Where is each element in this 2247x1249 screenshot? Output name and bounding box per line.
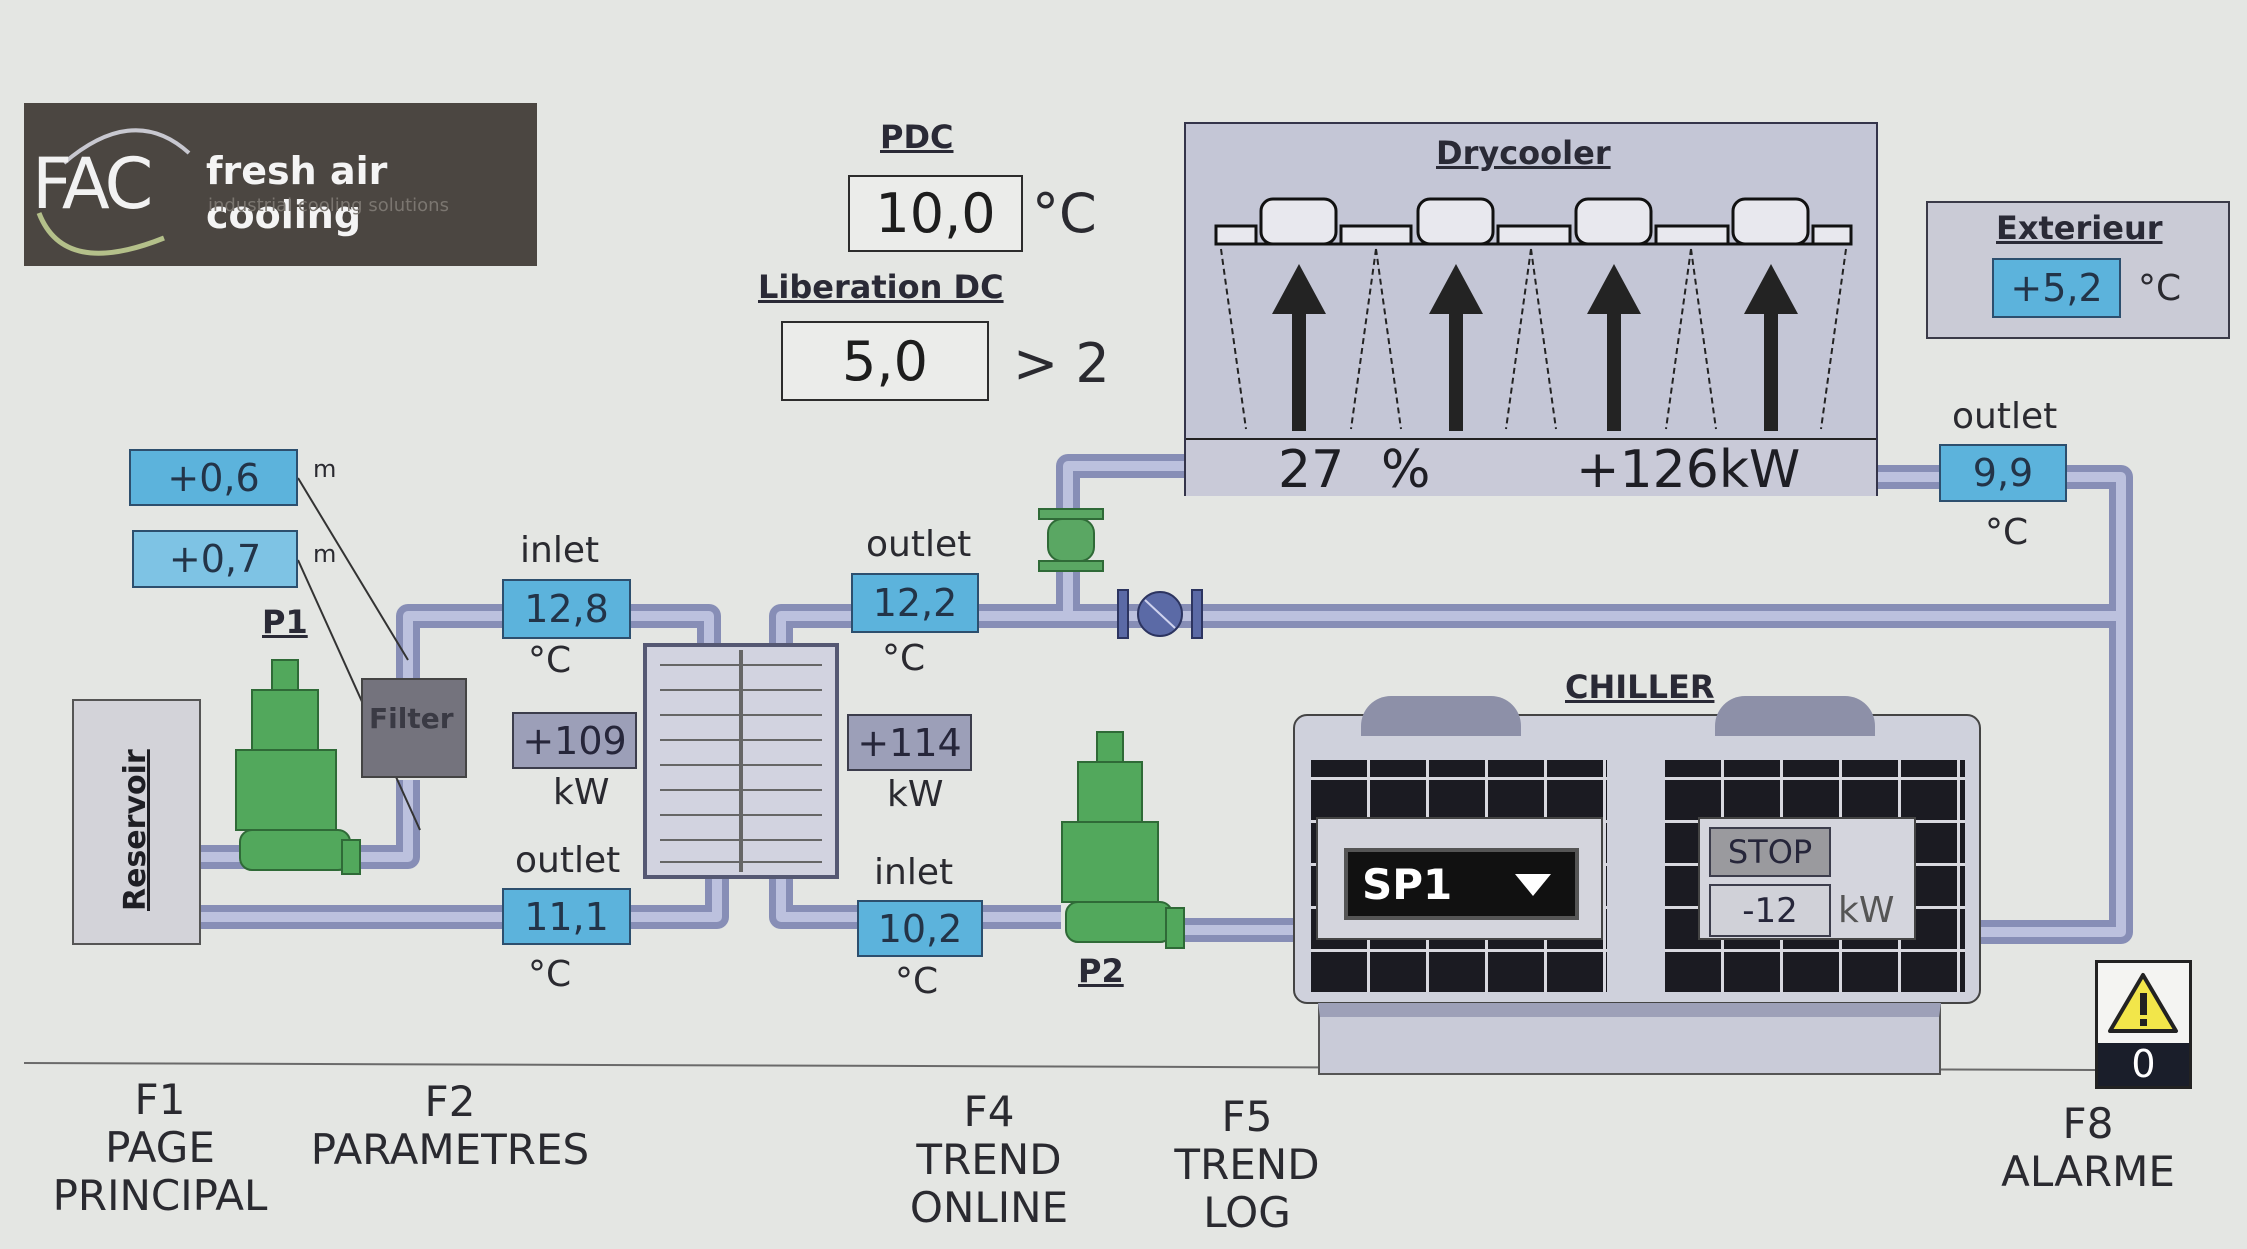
alarm-count: 0 xyxy=(2098,1043,2189,1086)
liberation-dc-value[interactable]: 5,0 xyxy=(781,321,989,401)
chiller-fan-2 xyxy=(1715,696,1875,736)
exterieur-temp[interactable]: +5,2 xyxy=(1992,258,2121,318)
drycooler-status-strip: 27 % +126kW xyxy=(1186,438,1876,500)
f2-parametres-button[interactable]: F2 PARAMETRES xyxy=(290,1078,610,1174)
f5-line2: LOG xyxy=(1203,1188,1291,1237)
f1-line2: PRINCIPAL xyxy=(52,1171,268,1220)
f1-page-principal-button[interactable]: F1 PAGE PRINCIPAL xyxy=(20,1076,300,1220)
primary-outlet-label: outlet xyxy=(515,840,621,881)
setpoint-dropdown[interactable]: SP1 xyxy=(1344,848,1579,920)
secondary-power[interactable]: +114 xyxy=(847,714,972,771)
liberation-dc-condition: > 2 xyxy=(1013,332,1110,395)
f5-line1: TREND xyxy=(1174,1140,1320,1189)
f5-key: F5 xyxy=(1221,1092,1273,1141)
secondary-outlet-unit: °C xyxy=(882,638,926,679)
secondary-inlet-label: inlet xyxy=(874,852,954,893)
drycooler-panel[interactable]: Drycooler 27 % +12 xyxy=(1184,122,1878,500)
p2-label: P2 xyxy=(1078,952,1124,990)
f1-line1: PAGE xyxy=(105,1123,215,1172)
level-leader-line xyxy=(297,477,409,661)
f8-key: F8 xyxy=(2062,1099,2114,1148)
primary-power-unit: kW xyxy=(553,772,610,813)
f8-alarme-button[interactable]: F8 ALARME xyxy=(1968,1100,2208,1196)
drycooler-outlet-unit: °C xyxy=(1985,512,2029,553)
chiller-base xyxy=(1318,1003,1941,1075)
drycooler-title: Drycooler xyxy=(1436,134,1611,172)
secondary-power-unit: kW xyxy=(887,774,944,815)
liberation-dc-label: Liberation DC xyxy=(758,268,1004,306)
chiller-power[interactable]: -12 xyxy=(1709,884,1831,937)
primary-inlet-label: inlet xyxy=(520,530,600,571)
drycooler-power: +126kW xyxy=(1576,440,1801,500)
level-leader-line xyxy=(297,559,421,831)
f4-trend-online-button[interactable]: F4 TREND ONLINE xyxy=(869,1088,1109,1232)
setpoint-value: SP1 xyxy=(1362,859,1453,909)
primary-outlet-temp[interactable]: 11,1 xyxy=(502,888,631,945)
pdc-unit: °C xyxy=(1032,182,1097,245)
pdc-label: PDC xyxy=(880,118,954,156)
logo-name: fresh air cooling xyxy=(206,149,388,237)
f4-key: F4 xyxy=(963,1087,1015,1136)
warning-icon xyxy=(2108,973,2178,1033)
exterieur-title: Exterieur xyxy=(1996,209,2163,247)
primary-power[interactable]: +109 xyxy=(512,712,637,769)
logo-fac-text: FAC xyxy=(32,143,153,225)
level-sensor-2[interactable]: +0,7 xyxy=(132,530,298,588)
level-sensor-1[interactable]: +0,6 xyxy=(129,449,298,506)
primary-inlet-unit: °C xyxy=(528,640,572,681)
secondary-outlet-label: outlet xyxy=(866,524,972,565)
chevron-down-icon xyxy=(1515,874,1551,896)
drycooler-fans-graphic xyxy=(1214,197,1853,431)
drycooler-outlet-label: outlet xyxy=(1952,396,2058,437)
filter: Filter xyxy=(361,678,467,778)
chiller-fan-1 xyxy=(1361,696,1521,736)
chiller-power-unit: kW xyxy=(1838,890,1895,931)
level-sensor-1-unit: m xyxy=(313,455,337,483)
secondary-inlet-temp[interactable]: 10,2 xyxy=(857,900,983,957)
f2-line1: PARAMETRES xyxy=(310,1125,590,1174)
level-sensor-2-unit: m xyxy=(313,540,337,568)
drycooler-percent-unit: % xyxy=(1381,440,1431,500)
chiller-status-button[interactable]: STOP xyxy=(1709,827,1831,877)
logo-swoosh-icon xyxy=(36,128,191,256)
reservoir-label: Reservoir xyxy=(118,749,153,911)
secondary-outlet-temp[interactable]: 12,2 xyxy=(851,573,979,633)
f4-line2: ONLINE xyxy=(909,1183,1069,1232)
logo-tagline: industrial cooling solutions xyxy=(208,195,449,216)
p1-label: P1 xyxy=(262,603,308,641)
fac-logo: FAC fresh air cooling industrial cooling… xyxy=(24,103,537,266)
exterieur-unit: °C xyxy=(2138,268,2182,309)
f1-key: F1 xyxy=(134,1075,186,1124)
primary-outlet-unit: °C xyxy=(528,954,572,995)
f4-line1: TREND xyxy=(916,1135,1062,1184)
drycooler-outlet-temp[interactable]: 9,9 xyxy=(1939,444,2067,502)
drycooler-fan-percent: 27 xyxy=(1278,440,1345,500)
f5-trend-log-button[interactable]: F5 TREND LOG xyxy=(1127,1093,1367,1237)
f2-key: F2 xyxy=(424,1077,476,1126)
filter-label: Filter xyxy=(369,702,454,735)
reservoir-tank: Reservoir xyxy=(72,699,201,945)
f8-line1: ALARME xyxy=(2001,1147,2175,1196)
primary-inlet-temp[interactable]: 12,8 xyxy=(502,579,631,639)
secondary-inlet-unit: °C xyxy=(895,961,939,1002)
chiller-title: CHILLER xyxy=(1565,668,1715,706)
alarm-button[interactable]: 0 xyxy=(2095,960,2192,1089)
pdc-value[interactable]: 10,0 xyxy=(848,175,1023,252)
